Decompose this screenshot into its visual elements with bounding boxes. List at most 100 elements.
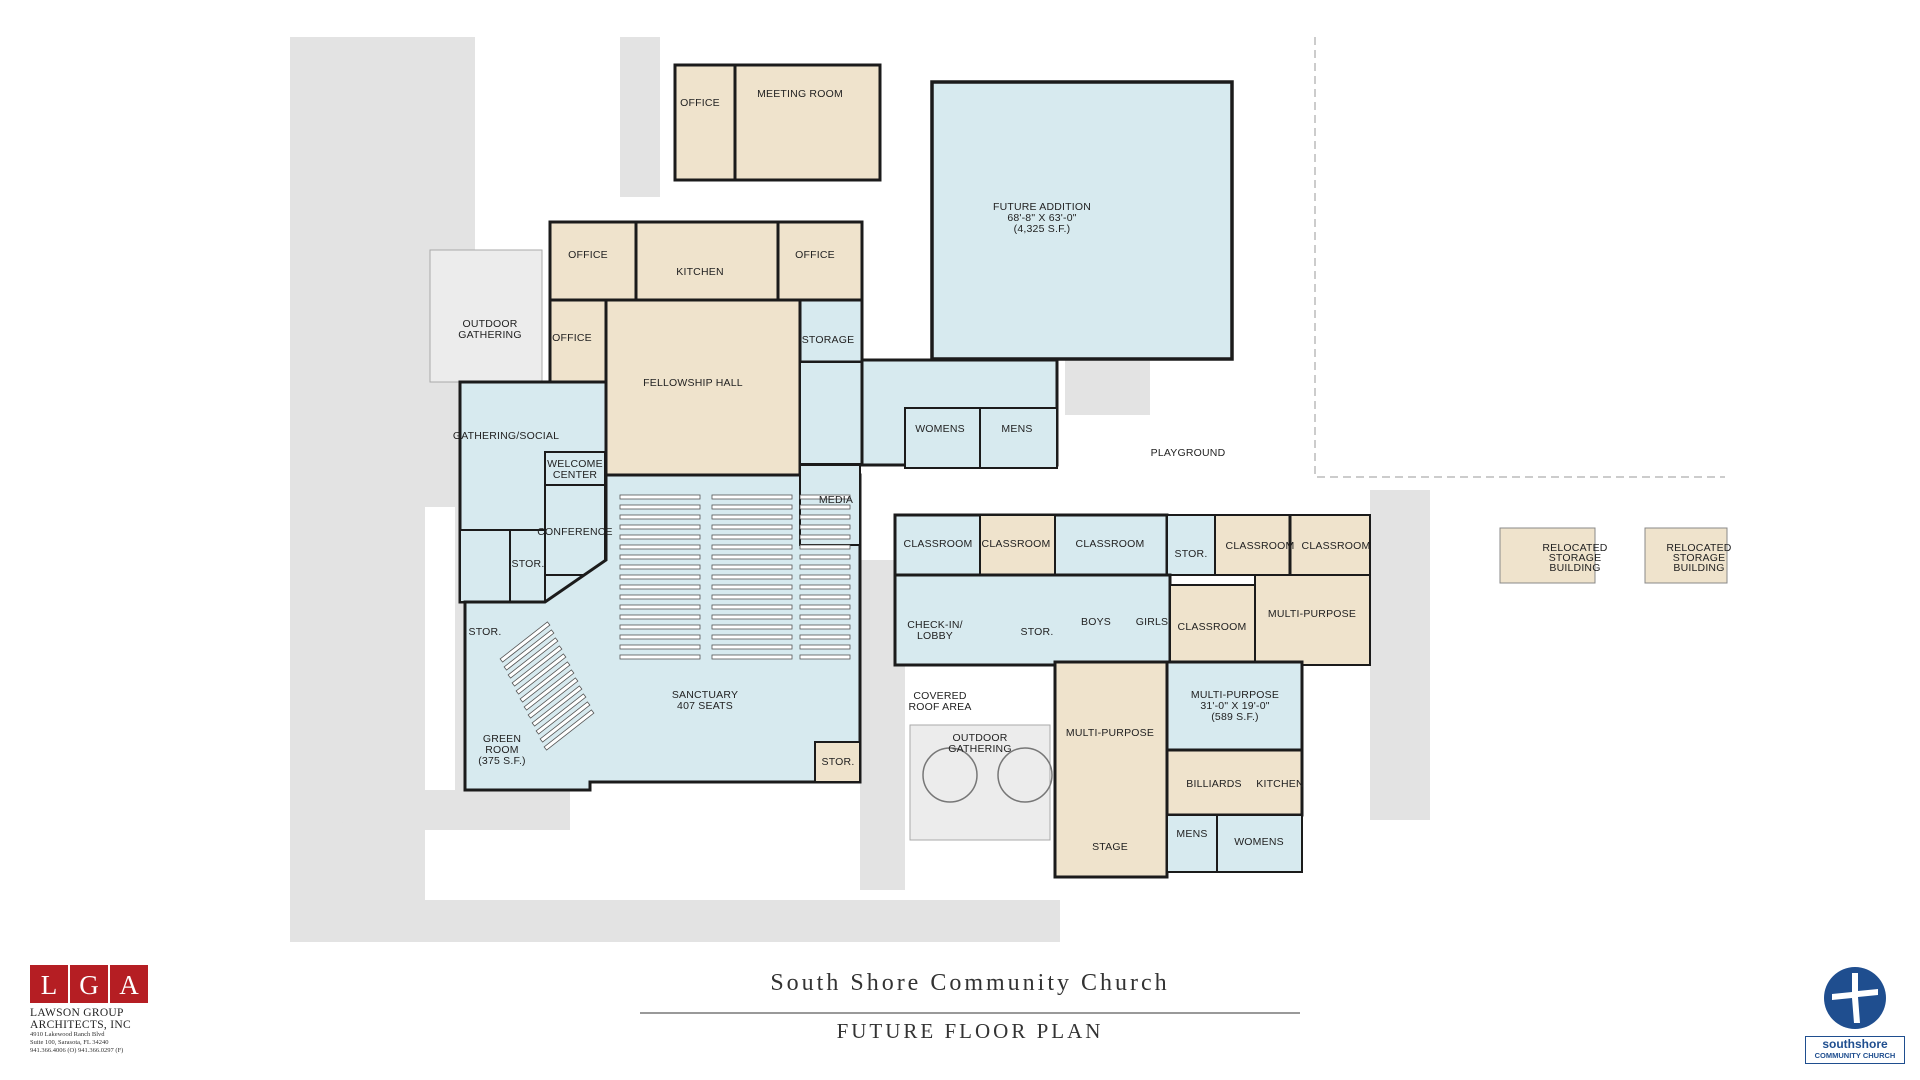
- pew-row: [799, 624, 851, 630]
- pew-row-angled: [519, 661, 571, 703]
- pew-row: [619, 544, 701, 550]
- pew-row-angled: [543, 709, 595, 751]
- pew-row: [711, 604, 793, 610]
- label-relocated-1-1: RELOCATED: [1542, 542, 1607, 554]
- childrens-wing: [893, 513, 1371, 667]
- label-outdoor-gathering-bottom-2: GATHERING: [948, 743, 1011, 755]
- church-name-main: southshore: [1822, 1037, 1888, 1051]
- pew-row: [711, 534, 793, 540]
- label-womens-bottom: WOMENS: [1234, 836, 1284, 848]
- pew-row: [619, 644, 701, 650]
- label-future-addition-2: 68'-8" X 63'-0": [1007, 212, 1076, 224]
- label-relocated-2-2: STORAGE: [1673, 552, 1726, 564]
- pew-row: [711, 544, 793, 550]
- outdoor-gathering-bottom-area: [909, 724, 1051, 841]
- label-sanctuary-1: SANCTUARY: [672, 689, 738, 701]
- lga-letter: A: [110, 965, 148, 1003]
- pew-row-angled: [511, 645, 563, 687]
- label-boys: BOYS: [1081, 616, 1111, 628]
- drawing-subtitle: FUTURE FLOOR PLAN: [836, 1019, 1104, 1043]
- pew-row-angled: [531, 685, 583, 727]
- outdoor-gathering-top-area: [429, 249, 543, 383]
- pew-row: [711, 654, 793, 660]
- label-outdoor-gathering-bottom-1: OUTDOOR: [952, 732, 1007, 744]
- pew-row: [619, 504, 701, 510]
- pew-row: [619, 494, 701, 500]
- label-classroom-1: CLASSROOM: [904, 538, 973, 550]
- pew-row: [711, 614, 793, 620]
- label-girls: GIRLS: [1136, 616, 1169, 628]
- label-mp-sized-1: MULTI-PURPOSE: [1191, 689, 1279, 701]
- pew-row: [799, 584, 851, 590]
- label-covered-roof-1: COVERED: [913, 690, 967, 702]
- label-stor-sanctuary: STOR.: [822, 756, 855, 768]
- label-classroom-2: CLASSROOM: [982, 538, 1051, 550]
- pew-row: [619, 574, 701, 580]
- label-green-room-1: GREEN: [483, 733, 521, 745]
- pew-row: [799, 604, 851, 610]
- label-conference: CONFERENCE: [537, 526, 613, 538]
- pew-row: [619, 604, 701, 610]
- pew-row: [619, 514, 701, 520]
- church-name-tagline: COMMUNITY CHURCH: [1814, 1051, 1896, 1060]
- pew-row-angled: [535, 693, 587, 735]
- pew-row: [619, 564, 701, 570]
- pew-row: [799, 504, 851, 510]
- pew-row: [799, 544, 851, 550]
- relocated-storage-1: [1499, 527, 1596, 584]
- title-block: South Shore Community Church FUTURE FLOO…: [620, 970, 1320, 1044]
- label-stor-left: STOR.: [512, 558, 545, 570]
- architect-name-1: LAWSON GROUP: [30, 1007, 124, 1019]
- annex-building: [673, 63, 882, 182]
- label-classroom-4: CLASSROOM: [1226, 540, 1295, 552]
- label-office-right: OFFICE: [795, 249, 835, 261]
- pew-row: [799, 524, 851, 530]
- pew-row: [619, 654, 701, 660]
- label-office-left: OFFICE: [568, 249, 608, 261]
- pew-row: [711, 634, 793, 640]
- label-mp-sized-3: (589 S.F.): [1211, 711, 1259, 723]
- pew-row-angled: [507, 637, 559, 679]
- pew-row: [799, 614, 851, 620]
- pew-row: [799, 634, 851, 640]
- label-check-in-1: CHECK-IN/: [907, 619, 962, 631]
- relocated-storage-2: [1644, 527, 1728, 584]
- room-labels: OFFICE MEETING ROOM FUTURE ADDITION 68'-…: [453, 88, 1732, 853]
- title-rule-top: [640, 1012, 1300, 1014]
- label-future-addition-1: FUTURE ADDITION: [993, 201, 1091, 213]
- site-boundary-line: [1314, 37, 1725, 478]
- pew-row: [619, 534, 701, 540]
- sanctuary-pews: [499, 494, 851, 751]
- label-multi-purpose-big: MULTI-PURPOSE: [1066, 727, 1154, 739]
- drawing-title: South Shore Community Church: [770, 970, 1170, 996]
- north-wing: [548, 220, 864, 390]
- pew-row-angled: [499, 621, 551, 663]
- pew-row: [711, 494, 793, 500]
- label-outdoor-gathering-top-1: OUTDOOR: [462, 318, 517, 330]
- label-multi-purpose-right: MULTI-PURPOSE: [1268, 608, 1356, 620]
- label-classroom-5: CLASSROOM: [1302, 540, 1371, 552]
- label-mens-top: MENS: [1001, 423, 1032, 435]
- pew-row: [619, 614, 701, 620]
- label-classroom-6: CLASSROOM: [1178, 621, 1247, 633]
- pew-row: [619, 594, 701, 600]
- connector-wing: [860, 358, 1059, 469]
- architect-name-2: ARCHITECTS, INC: [30, 1019, 131, 1031]
- label-media: MEDIA: [819, 494, 853, 506]
- pew-row: [799, 564, 851, 570]
- label-office-mid: OFFICE: [552, 332, 592, 344]
- pew-row: [799, 654, 851, 660]
- pew-row: [711, 564, 793, 570]
- label-outdoor-gathering-top-2: GATHERING: [458, 329, 521, 341]
- label-green-room-2: ROOM: [485, 744, 518, 756]
- fellowship-hall-area: [604, 298, 802, 477]
- label-kitchen-small: KITCHEN: [1256, 778, 1304, 790]
- label-welcome-center-1: WELCOME: [547, 458, 603, 470]
- pew-row: [711, 624, 793, 630]
- pew-row: [799, 574, 851, 580]
- label-billiards: BILLIARDS: [1186, 778, 1242, 790]
- pew-row: [799, 594, 851, 600]
